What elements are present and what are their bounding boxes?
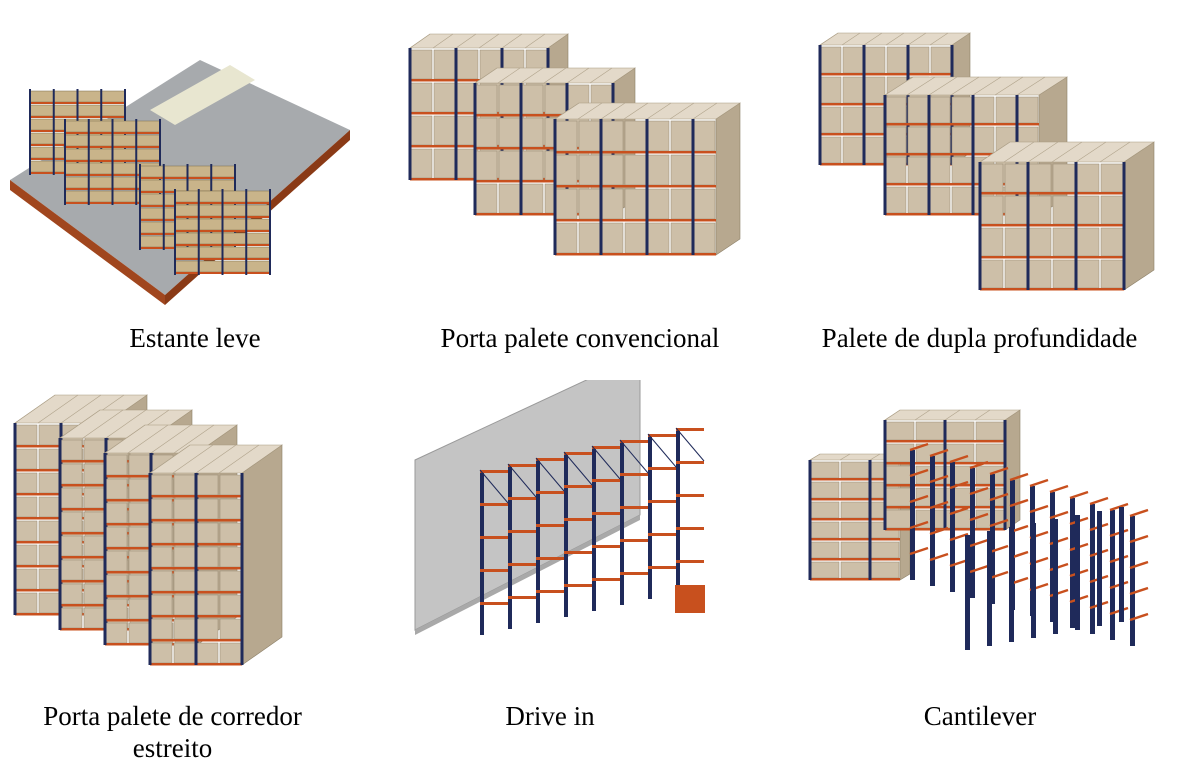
panel-light-shelving bbox=[0, 0, 390, 320]
caption-light-shelving: Estante leve bbox=[129, 323, 261, 353]
panel-cantilever bbox=[790, 380, 1179, 690]
panel-conventional-pallet bbox=[395, 0, 785, 320]
drive-in-rack-illustration bbox=[414, 380, 705, 635]
light-shelving-illustration bbox=[10, 60, 350, 305]
panel-drive-in bbox=[395, 380, 785, 690]
panel-narrow-aisle bbox=[0, 380, 390, 690]
caption-drive-in: Drive in bbox=[505, 701, 595, 731]
panel-double-deep bbox=[790, 0, 1179, 320]
caption-double-deep: Palete de dupla profundidade bbox=[821, 323, 1138, 353]
caption-narrow-aisle: Porta palete de corredor estreito bbox=[43, 701, 302, 763]
caption-conventional-pallet: Porta palete convencional bbox=[440, 323, 720, 353]
cantilever-rack-illustration bbox=[808, 409, 1149, 650]
double-deep-pallet-illustration bbox=[818, 32, 1155, 291]
caption-cantilever: Cantilever bbox=[923, 701, 1037, 731]
narrow-aisle-pallet-rack-illustration bbox=[13, 394, 283, 666]
conventional-pallet-rack-illustration bbox=[408, 33, 741, 256]
